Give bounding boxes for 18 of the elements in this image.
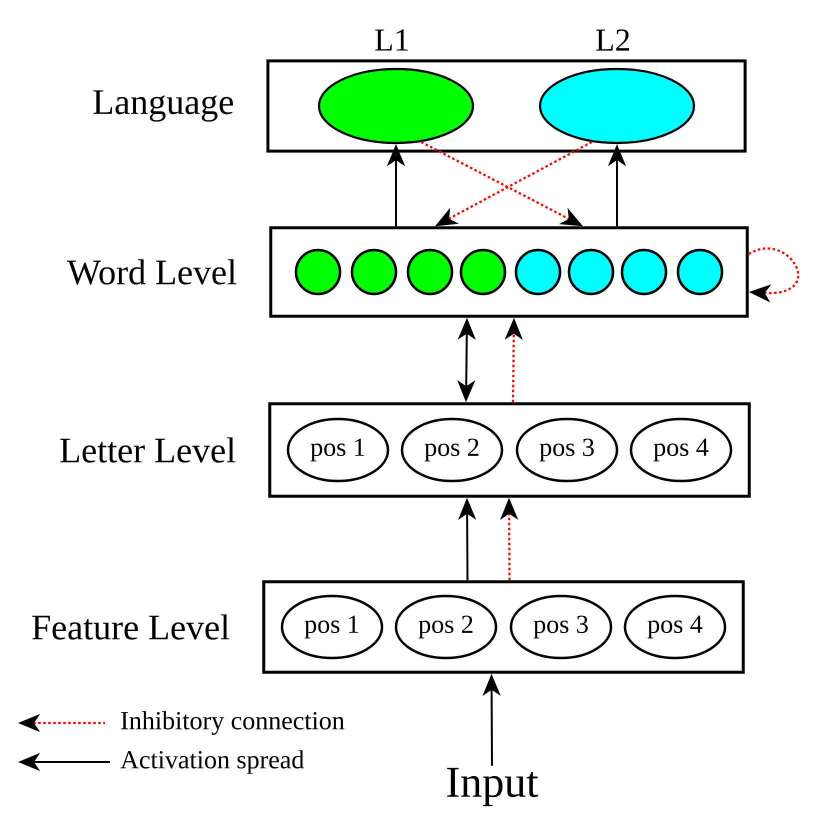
language-label: L1: [375, 29, 408, 51]
word-circle: [620, 248, 668, 296]
layer-heading: Letter Level: [60, 437, 236, 463]
layer-heading: Feature Level: [32, 614, 230, 640]
legend-label: Activation spread: [120, 750, 304, 774]
word-circle: [406, 248, 454, 296]
layer-heading: Language: [93, 90, 233, 122]
word-circle: [676, 248, 724, 296]
arrow: [748, 247, 800, 302]
word-circle: [514, 248, 562, 296]
language-label: L2: [596, 29, 630, 51]
legend-label: Inhibitory connection: [121, 711, 344, 735]
input-label: Input: [447, 768, 538, 806]
word-circle: [294, 248, 342, 296]
layer-heading: Word Level: [67, 259, 236, 285]
word-circle: [460, 248, 506, 296]
word-circle: [350, 248, 398, 296]
word-circle: [568, 248, 614, 296]
